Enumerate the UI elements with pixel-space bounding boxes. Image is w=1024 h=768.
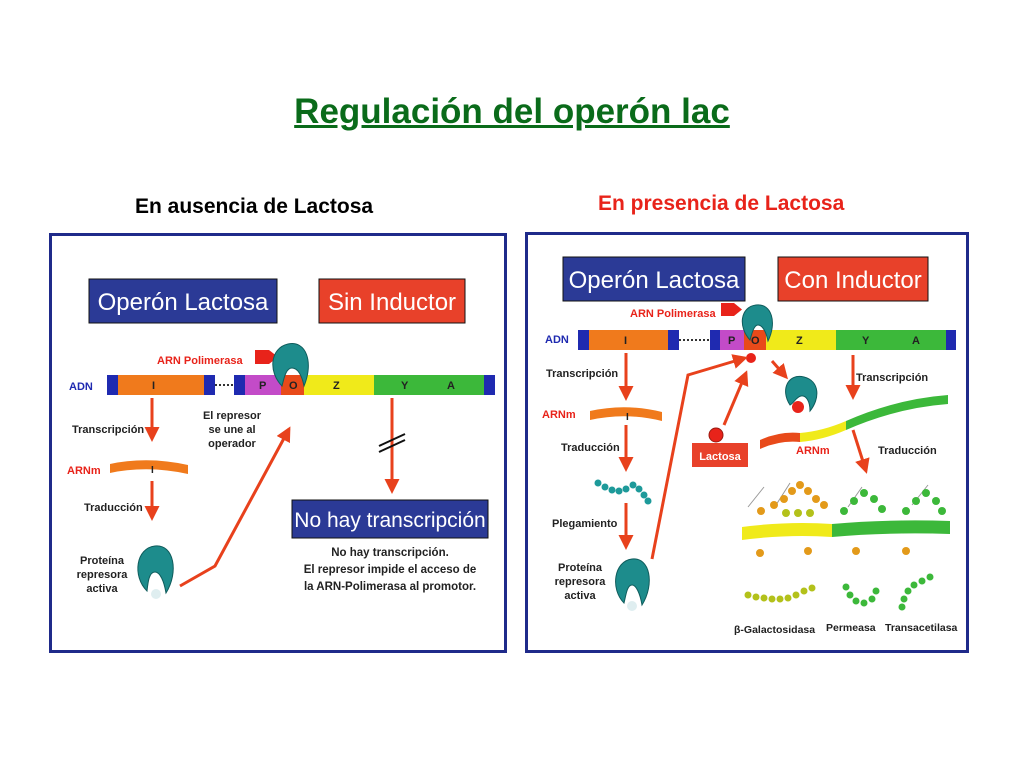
adn-label: ADN xyxy=(69,381,93,393)
beta-galactosidase-chain xyxy=(744,584,816,603)
arn-polimerasa-label: ARN Polimerasa xyxy=(630,308,716,320)
represor-note-1: El represor xyxy=(203,410,262,422)
adn-label: ADN xyxy=(545,334,569,346)
arrow-lactose-to-repressor xyxy=(722,370,749,426)
transacetylase-chain xyxy=(898,573,934,611)
arnm-strand-left xyxy=(590,407,662,421)
plegamiento-label: Plegamiento xyxy=(552,518,618,530)
arrow-repressor-to-operator xyxy=(650,354,748,560)
arnm-gene-label: I xyxy=(151,465,154,476)
gene-y-label: Y xyxy=(401,380,409,392)
proteina-label-3: activa xyxy=(564,590,596,602)
gene-z-label: Z xyxy=(333,380,340,392)
traduccion-left-label: Traducción xyxy=(561,442,620,454)
box-sin-inductor xyxy=(318,278,466,324)
arrow-repressor-binding xyxy=(179,426,291,588)
arnm-gene-label: I xyxy=(626,412,629,423)
arnm-label: ARNm xyxy=(67,465,101,477)
blocked-arrow-icon xyxy=(378,398,406,494)
subtitle-presence: En presencia de Lactosa xyxy=(598,192,845,215)
repressor-protein-icon xyxy=(615,558,650,611)
translation-strip xyxy=(742,482,950,540)
gene-p-label: P xyxy=(728,335,735,347)
proteina-label-3: activa xyxy=(86,583,118,595)
no-transcripcion-text-1: No hay transcripción. xyxy=(331,547,449,559)
amino-acid-chain xyxy=(594,479,652,505)
permease-chain xyxy=(842,583,880,607)
gene-y-label: Y xyxy=(862,335,870,347)
box-condition-label: Sin Inductor xyxy=(328,289,456,316)
proteina-label-2: represora xyxy=(77,569,129,581)
product-permeasa: Permeasa xyxy=(826,622,876,634)
proteina-label-1: Proteína xyxy=(80,555,125,567)
arnm-left-label: ARNm xyxy=(542,409,576,421)
rna-polymerase-icon xyxy=(741,304,773,363)
arn-polimerasa-flag-icon xyxy=(721,303,742,316)
proteina-label-1: Proteína xyxy=(558,562,603,574)
arnm-strand xyxy=(110,460,188,474)
diagram-absence: Operón Lactosa Sin Inductor ARN Polimera… xyxy=(67,278,495,599)
box-no-transcripcion xyxy=(291,499,489,539)
lactosa-box xyxy=(692,443,748,467)
product-beta-galactosidasa: β-Galactosidasa xyxy=(734,624,815,636)
arrow-translation-right xyxy=(851,429,870,474)
repressor-protein-icon xyxy=(137,545,174,599)
represor-note-2: se une al xyxy=(208,424,255,436)
repressor-protein-icon xyxy=(785,375,818,413)
transcripcion-left-label: Transcripción xyxy=(546,368,618,380)
dna-strand xyxy=(578,330,956,350)
no-transcripcion-text-2: El represor impide el acceso de xyxy=(304,564,477,576)
traduccion-right-label: Traducción xyxy=(878,445,937,457)
gene-z-label: Z xyxy=(796,335,803,347)
transcripcion-label: Transcripción xyxy=(72,424,144,436)
arnm-strand-right xyxy=(760,395,948,449)
polypeptide-clusters xyxy=(756,481,946,557)
gene-a-label: A xyxy=(447,380,455,392)
proteina-label-2: represora xyxy=(555,576,607,588)
box-con-inductor xyxy=(777,256,929,302)
repressor-protein-icon xyxy=(272,343,309,388)
gene-i-label: I xyxy=(152,380,155,392)
gene-a-label: A xyxy=(912,335,920,347)
lactose-molecule-icon xyxy=(708,427,724,443)
page-title: Regulación del operón lac xyxy=(294,92,730,131)
panel-presence: Operón Lactosa Con Inductor ARN Polimera… xyxy=(525,232,969,653)
box-operon-label: Operón Lactosa xyxy=(569,267,740,294)
dna-strand xyxy=(107,375,495,395)
diagram-presence: Operón Lactosa Con Inductor ARN Polimera… xyxy=(542,256,958,636)
subtitle-absence: En ausencia de Lactosa xyxy=(135,195,374,218)
traduccion-label: Traducción xyxy=(84,502,143,514)
no-transcripcion-text-3: la ARN-Polimerasa al promotor. xyxy=(304,581,476,593)
arn-polimerasa-label: ARN Polimerasa xyxy=(157,355,243,367)
box-operon-lactosa xyxy=(88,278,278,324)
panel-absence: Operón Lactosa Sin Inductor ARN Polimera… xyxy=(49,233,507,653)
represor-note-3: operador xyxy=(208,438,256,450)
arnm-right-label: ARNm xyxy=(796,445,830,457)
gene-p-label: P xyxy=(259,380,266,392)
arrow-repressor-release xyxy=(770,360,788,380)
gene-o-label: O xyxy=(751,335,760,347)
product-transacetilasa: Transacetilasa xyxy=(885,622,958,634)
gene-i-label: I xyxy=(624,335,627,347)
box-operon-lactosa xyxy=(562,256,746,302)
lactosa-label: Lactosa xyxy=(699,451,741,463)
gene-o-label: O xyxy=(289,380,298,392)
box-condition-label: Con Inductor xyxy=(784,267,921,294)
box-operon-label: Operón Lactosa xyxy=(98,289,269,316)
no-transcripcion-box-label: No hay transcripción xyxy=(294,509,485,532)
transcripcion-right-label: Transcripción xyxy=(856,372,928,384)
